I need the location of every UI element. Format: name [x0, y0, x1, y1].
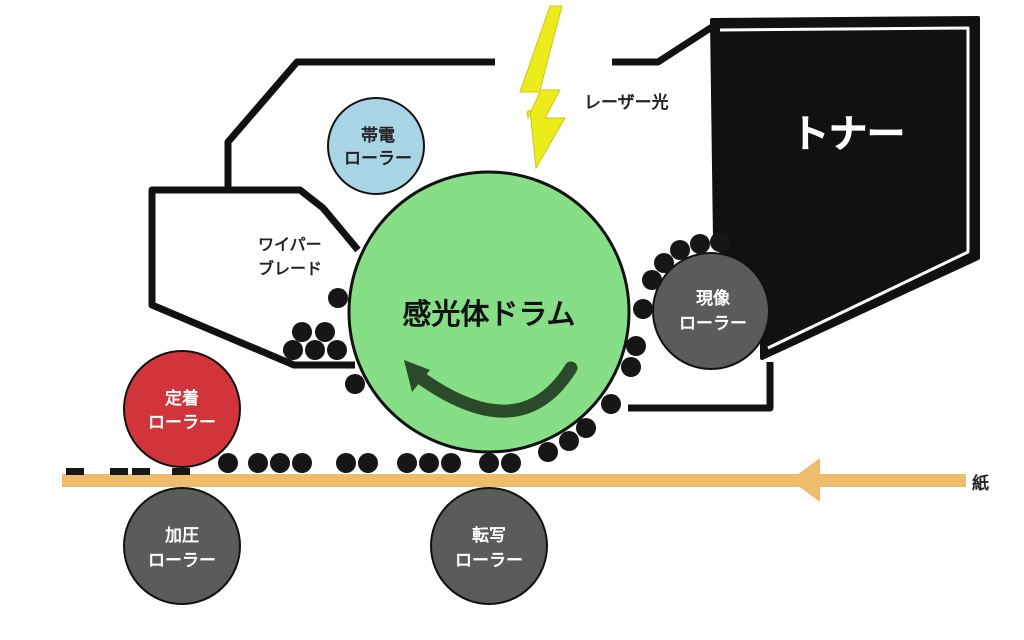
toner-particle: [690, 234, 710, 254]
fuser-roller: [123, 350, 241, 468]
toner-particle: [642, 270, 662, 290]
laser-label: レーザー光: [584, 92, 669, 113]
toner-particle: [576, 418, 596, 438]
fuser-roller-label-line2: ローラー: [148, 413, 216, 433]
toner-mark: [110, 468, 128, 475]
toner-particle: [538, 442, 558, 462]
toner-housing-outline-top: [612, 24, 714, 66]
drum-label: 感光体ドラム: [402, 297, 575, 331]
toner-particle: [710, 232, 730, 252]
pressure-roller-label-line2: ローラー: [148, 551, 216, 571]
toner-particle: [397, 453, 417, 473]
toner-particle: [419, 453, 439, 473]
wiper-blade-label-line1: ワイパー: [258, 235, 322, 254]
developer-roller-label-line2: ローラー: [679, 314, 747, 334]
toner-particle: [621, 357, 641, 377]
charge-roller-label-line1: 帯電: [361, 125, 395, 146]
toner-particle: [248, 453, 268, 473]
toner-particle: [559, 431, 579, 451]
rotation-arrow-icon: [411, 361, 578, 418]
toner-cartridge-inner-outline: [719, 26, 970, 350]
toner-particle: [270, 453, 290, 473]
charge-roller: [327, 97, 425, 195]
toner-particle: [601, 394, 621, 414]
toner-particles: [218, 232, 730, 473]
toner-particle: [283, 340, 303, 360]
toner-mark: [66, 468, 84, 475]
transfer-roller: [430, 487, 548, 605]
toner-particle: [218, 453, 238, 473]
toner-particle: [633, 299, 653, 319]
transfer-roller-label-line1: 転写: [472, 525, 506, 546]
charge-roller-label-line2: ローラー: [344, 149, 412, 169]
pressure-roller-label-line1: 加圧: [164, 526, 199, 546]
transfer-roller-label-line2: ローラー: [455, 551, 523, 571]
toner-particle: [501, 453, 521, 473]
toner-particle: [336, 453, 356, 473]
toner-particle: [315, 322, 335, 342]
toner-mark: [132, 468, 150, 475]
toner-particle: [626, 336, 646, 356]
toner-label: トナー: [791, 112, 905, 156]
rotation-arrowhead-icon: [404, 360, 430, 392]
toner-particle: [292, 453, 312, 473]
toner-particle: [654, 253, 674, 273]
toner-particle: [358, 453, 378, 473]
toner-particle: [479, 453, 499, 473]
toner-particle: [345, 374, 365, 394]
pressure-roller: [123, 487, 241, 605]
wiper-blade-label-line2: ブレード: [258, 259, 322, 278]
developer-housing-outline: [628, 362, 774, 412]
toner-particle: [305, 340, 325, 360]
developer-roller-label-line1: 現像: [696, 289, 731, 309]
toner-particle: [328, 288, 348, 308]
upper-housing-outline: [224, 58, 495, 190]
toner-particle: [670, 240, 690, 260]
laser-bolt-icon: [519, 5, 566, 170]
toner-particle: [292, 322, 312, 342]
paper-direction-arrow-icon: [790, 458, 820, 502]
toner-mark: [172, 468, 190, 475]
toner-particle: [327, 340, 347, 360]
fuser-roller-label-line1: 定着: [165, 388, 199, 409]
toner-particle: [441, 453, 461, 473]
developer-roller: [652, 252, 770, 370]
wiper-housing-outline: [148, 186, 361, 369]
paper-label: 紙: [972, 473, 989, 494]
paper-path: [62, 474, 966, 487]
